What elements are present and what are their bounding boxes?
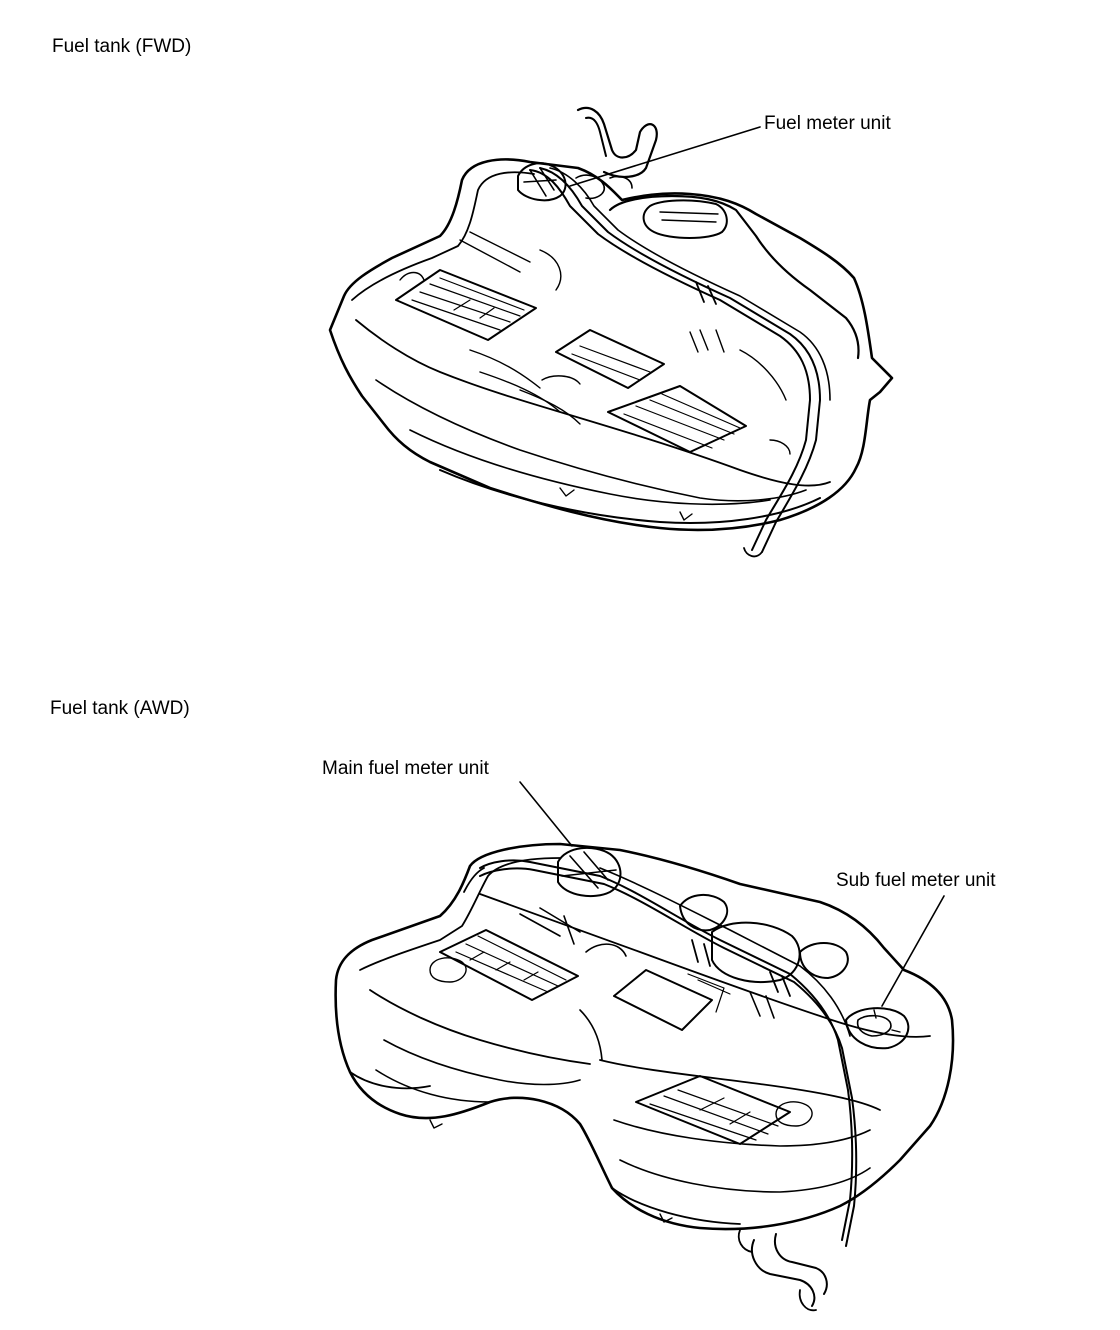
awd-fuel-tank-drawing [334, 781, 955, 1312]
fwd-fuel-lines [529, 169, 811, 551]
awd-tank-outline [334, 842, 955, 1231]
fwd-fuel-meter-leader [569, 126, 761, 187]
fwd-section-title: Fuel tank (FWD) [52, 36, 192, 57]
awd-fuel-tank-section: Fuel tank (AWD) Main fuel meter unit Sub… [0, 640, 1120, 1330]
awd-main-meter-leader [519, 781, 573, 847]
awd-sub-fuel-meter-unit [845, 1007, 910, 1050]
fwd-tank-outline [328, 158, 894, 532]
fwd-fuel-tank-section: Fuel tank (FWD) Fuel meter unit [0, 0, 1120, 640]
awd-plate-left [439, 929, 579, 1001]
awd-sub-meter-leader [881, 895, 945, 1007]
fwd-filler-neck [576, 106, 658, 178]
awd-section-title: Fuel tank (AWD) [50, 698, 190, 719]
fwd-fuel-meter-unit [517, 162, 567, 202]
fwd-pump-housing [608, 194, 860, 360]
awd-main-fuel-meter-unit [557, 846, 622, 898]
fwd-plate-right [607, 385, 747, 453]
fwd-fuel-tank-drawing [328, 106, 894, 558]
fwd-fuel-meter-unit-label: Fuel meter unit [764, 113, 891, 134]
awd-sub-fuel-meter-unit-label: Sub fuel meter unit [836, 870, 996, 891]
awd-main-fuel-meter-unit-label: Main fuel meter unit [322, 758, 489, 779]
awd-fuel-lines [479, 859, 854, 1241]
awd-plate-center [613, 969, 713, 1031]
fwd-plate-left [395, 269, 537, 341]
awd-plate-right [635, 1075, 791, 1145]
fwd-plate-center [555, 329, 665, 389]
